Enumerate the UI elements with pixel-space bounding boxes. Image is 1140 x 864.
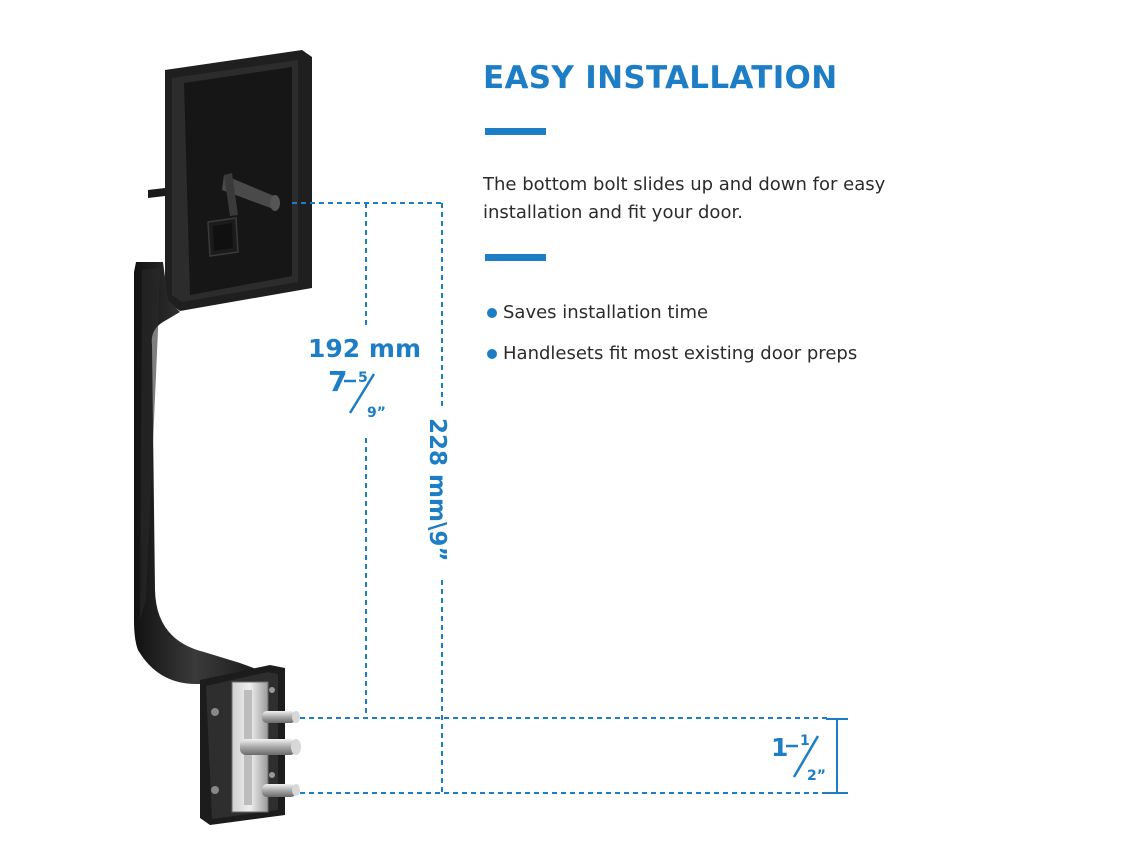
- feature-item: Handlesets fit most existing door preps: [487, 343, 857, 364]
- top-escutcheon: [148, 50, 312, 311]
- spacing-bracket: [826, 718, 848, 794]
- inner-dimension-denominator: 9”: [367, 405, 386, 421]
- feature-label: Saves installation time: [503, 302, 709, 323]
- inner-dimension-numerator: 5: [358, 370, 368, 386]
- description-text: The bottom bolt slides up and down for e…: [483, 174, 886, 223]
- mounting-bolts: [240, 711, 301, 797]
- spacing-dimension-whole: 1: [771, 733, 788, 762]
- inner-dimension-whole: 7: [328, 365, 347, 398]
- accent-bar-top: [485, 128, 546, 135]
- page-title: EASY INSTALLATION: [483, 60, 838, 96]
- spacing-dimension-denominator: 2”: [807, 768, 826, 784]
- total-dimension: 228 mm\9”: [424, 418, 450, 561]
- bottom-mount: [200, 665, 301, 825]
- accent-bar-middle: [485, 254, 546, 261]
- bullet-icon: [487, 348, 497, 359]
- handle-grip: [134, 262, 270, 690]
- inner-dimension-mm: 192 mm: [308, 334, 421, 363]
- dimension-lines: [292, 202, 828, 794]
- bullet-icon: [487, 307, 497, 318]
- feature-item: Saves installation time: [487, 302, 708, 323]
- thumb-lever: [222, 175, 276, 210]
- spacing-dimension-numerator: 1: [800, 733, 810, 749]
- feature-label: Handlesets fit most existing door preps: [503, 343, 858, 364]
